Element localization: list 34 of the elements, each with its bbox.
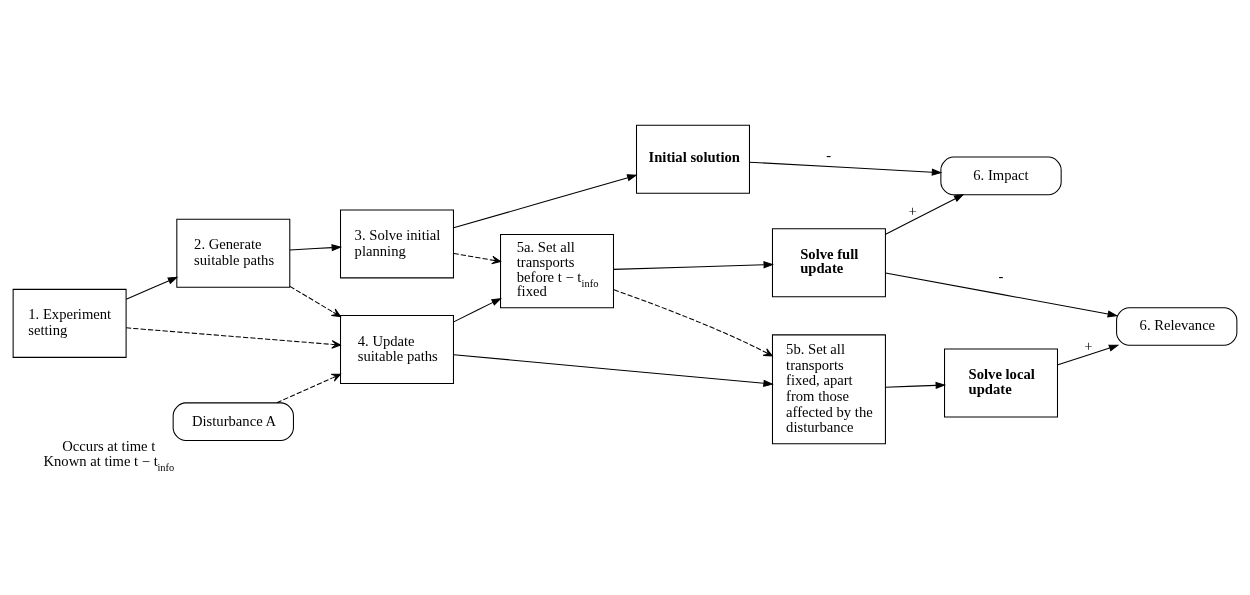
node-box: 3. Solve initial planning — [340, 209, 454, 279]
edge-label: - — [826, 147, 832, 164]
node-box: Solve local update — [944, 348, 1058, 418]
arrow — [453, 354, 774, 387]
arrow — [125, 276, 179, 300]
node-box: 6. Impact — [940, 156, 1062, 196]
node-box: Solve full update — [771, 228, 886, 298]
edge-label: + — [1084, 337, 1093, 354]
arrow — [885, 272, 1119, 318]
arrow — [276, 373, 341, 404]
node-box: 5a. Set all transports before t − t$_{info}$ fixed — [500, 233, 614, 309]
node-box: Disturbance A — [172, 402, 294, 442]
arrow — [885, 194, 965, 235]
node-box: 5b. Set all transports fixed, apart from those affected by the disturbance — [771, 334, 886, 445]
arrow — [453, 174, 638, 229]
arrow — [613, 289, 773, 357]
node-box: 4. Update suitable paths — [340, 315, 454, 385]
arrow — [453, 297, 502, 323]
node-box: 6. Relevance — [1116, 307, 1238, 346]
arrow — [1057, 344, 1120, 366]
arrow — [453, 252, 502, 265]
arrow — [289, 285, 342, 318]
edge-label: + — [908, 202, 917, 219]
edge-label: - — [998, 267, 1004, 284]
node-box: 2. Generate suitable paths — [176, 218, 291, 288]
arrow — [289, 244, 343, 252]
arrow — [613, 261, 774, 270]
node-box: 1. Experiment setting — [12, 288, 127, 358]
arrow — [885, 381, 947, 390]
node-box: Initial solution — [636, 124, 750, 194]
arrow — [749, 161, 943, 176]
node-label: Known at time t − t$_{info}$ — [43, 452, 175, 474]
arrow — [125, 327, 341, 349]
node-label: Occurs at time t — [62, 438, 156, 455]
